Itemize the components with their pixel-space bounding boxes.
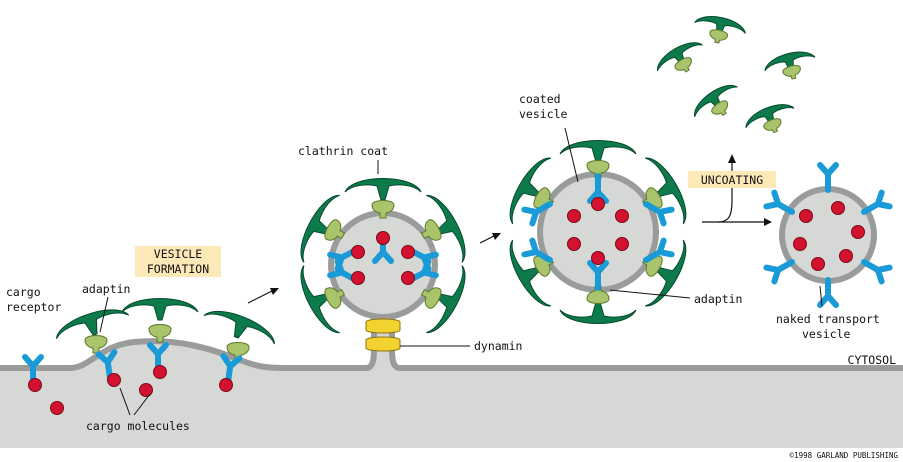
- clathrin-adaptin-fragment: [690, 11, 749, 49]
- coated-vesicle-label: coated: [519, 92, 561, 106]
- arrow-to-budding: [247, 288, 279, 304]
- clathrin-adaptin-fragment: [761, 46, 820, 86]
- clathrin-adaptin-fragment: [688, 77, 747, 130]
- cargo-receptor-label: cargo: [6, 285, 41, 299]
- cargo-molecule: [591, 197, 605, 211]
- cargo-molecule: [591, 251, 605, 265]
- cargo-molecule: [567, 237, 581, 251]
- cargo-molecule: [219, 378, 233, 392]
- cargo-receptor: [820, 165, 836, 190]
- vesicle-formation-label: FORMATION: [147, 262, 209, 276]
- cytosol-label: CYTOSOL: [848, 353, 897, 367]
- clathrin-arc: [344, 178, 422, 201]
- arrow-to-coated: [479, 233, 501, 244]
- naked-transport-vesicle-label: naked transport: [776, 312, 880, 326]
- cargo-molecule: [793, 237, 807, 251]
- cargo-molecule: [153, 365, 167, 379]
- released-coat-fragments: [651, 11, 820, 143]
- clathrin-arc: [559, 301, 637, 324]
- cargo-molecule: [831, 201, 845, 215]
- adaptin-label: adaptin: [82, 282, 130, 296]
- copyright-notice: ©1998 GARLAND PUBLISHING: [790, 451, 899, 460]
- coated-vesicle-label: vesicle: [519, 107, 568, 121]
- clathrin-adaptin-fragment: [741, 98, 801, 143]
- cargo-molecule: [351, 245, 365, 259]
- arrow-to-naked: [702, 218, 772, 226]
- clathrin-adaptin-fragment: [651, 35, 711, 85]
- cargo-receptor-label: receptor: [6, 300, 61, 314]
- adaptin-label-right: adaptin: [694, 292, 742, 306]
- cargo-molecule: [615, 237, 629, 251]
- coated-vesicle: [500, 140, 696, 324]
- cargo-molecule: [107, 373, 121, 387]
- cargo-molecule: [567, 209, 581, 223]
- cargo-molecule: [376, 231, 390, 245]
- naked-transport-vesicle-label: vesicle: [802, 327, 851, 341]
- budding-pit: [25, 298, 281, 415]
- vesicle-formation-box: [135, 246, 221, 277]
- uncoating-box: [688, 171, 776, 188]
- cargo-molecule: [401, 271, 415, 285]
- cargo-molecule: [401, 245, 415, 259]
- cargo-molecule: [615, 209, 629, 223]
- vesicle-formation-label: VESICLE: [154, 247, 203, 261]
- cargo-molecules-label: cargo molecules: [86, 419, 190, 433]
- clathrin-coat-label: clathrin coat: [298, 144, 388, 158]
- dynamin-label: dynamin: [474, 339, 522, 353]
- cargo-molecule: [851, 225, 865, 239]
- naked-transport-vesicle: [766, 165, 889, 305]
- clathrin-arc: [121, 298, 199, 321]
- uncoating-label: UNCOATING: [701, 173, 763, 187]
- cargo-molecule: [351, 271, 365, 285]
- process-arrows: [247, 154, 772, 304]
- budding-vesicle: [291, 178, 475, 352]
- leader-lines: [99, 127, 823, 416]
- cargo-molecule: [839, 249, 853, 263]
- cargo-molecule: [811, 257, 825, 271]
- cargo-molecule: [799, 209, 813, 223]
- cargo-molecule: [50, 401, 64, 415]
- cargo-receptor: [820, 280, 836, 305]
- clathrin-arc: [559, 140, 637, 163]
- arrow-to-fragments: [717, 154, 736, 223]
- dynamin-ring: [365, 318, 401, 352]
- cargo-molecule: [139, 383, 153, 397]
- cargo-molecule: [28, 378, 42, 392]
